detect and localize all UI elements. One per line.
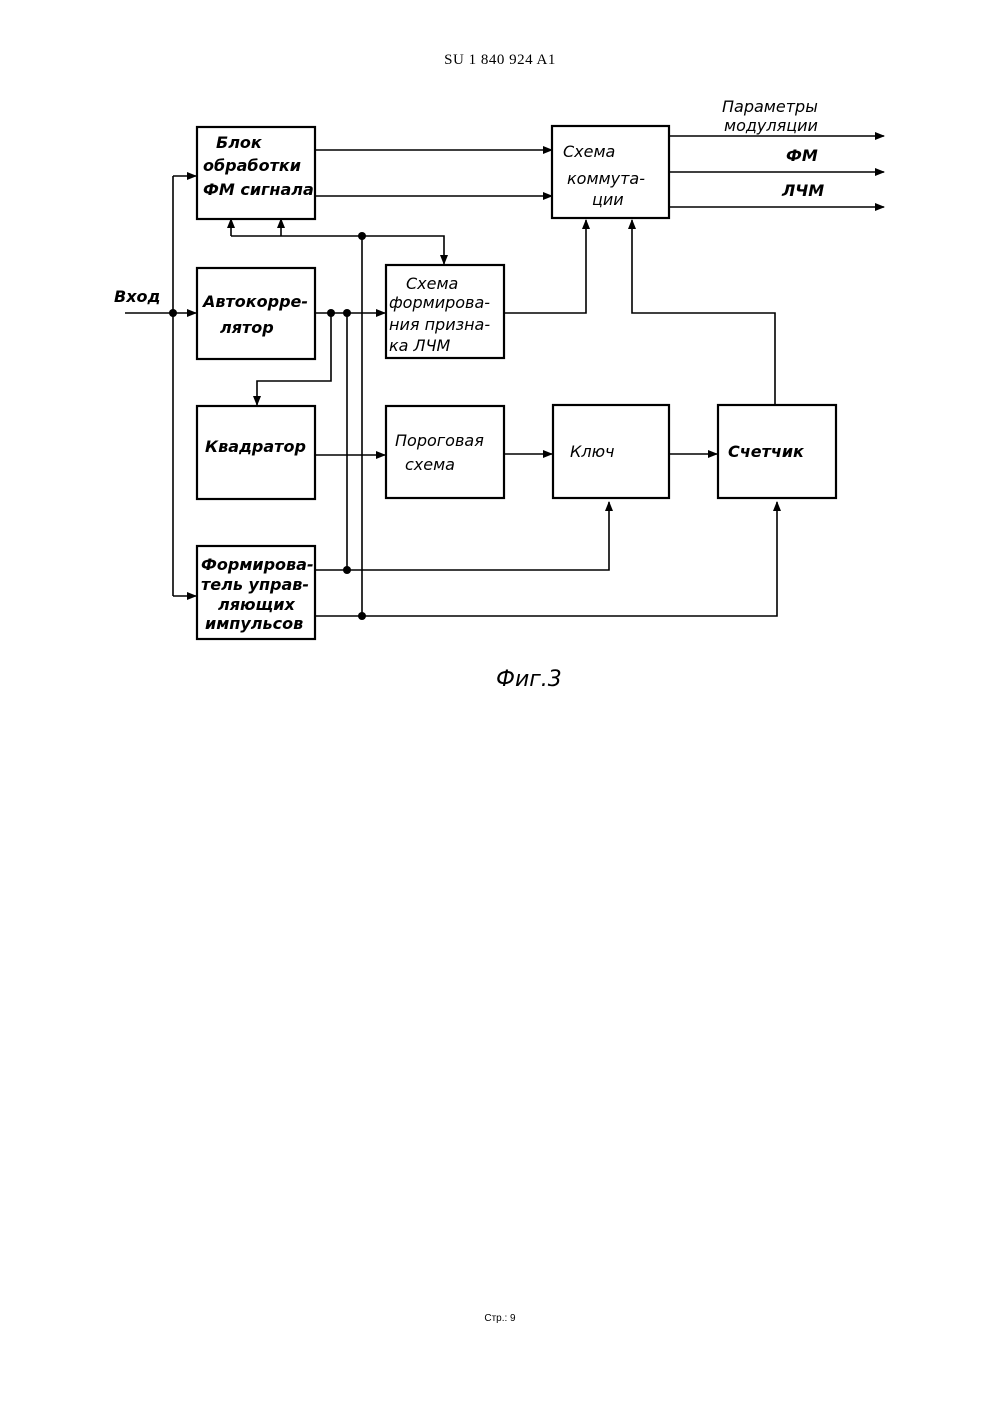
label: схема [405,455,455,474]
output-params-label: модуляции [724,116,818,135]
output-params-label: Параметры [722,97,818,116]
label: Квадратор [205,437,306,456]
label: ка ЛЧМ [389,336,451,355]
input-label: Вход [114,287,160,306]
svg-text:ции: ции [592,190,624,209]
block-pulse-former: Формирова- тель управ- ляющих импульсов [197,546,315,639]
block-key: Ключ [553,405,669,498]
svg-text:Схема: Схема [406,274,458,293]
svg-text:ка ЛЧМ: ка ЛЧМ [389,336,451,355]
label: ния призна- [389,315,490,334]
svg-text:ФМ сигнала: ФМ сигнала [203,180,314,199]
block-squarer: Квадратор [197,406,315,499]
label: Пороговая [395,431,484,450]
label: Формирова- [201,555,314,574]
svg-text:Квадратор: Квадратор [205,437,306,456]
label: Схема [563,142,615,161]
label: обработки [203,156,301,175]
svg-text:ния призна-: ния призна- [389,315,490,334]
label: ФМ сигнала [203,180,314,199]
label: Ключ [570,442,615,461]
svg-text:Формирова-: Формирова- [201,555,314,574]
output-fm-label: ФМ [786,146,818,165]
label: Счетчик [728,442,805,461]
label: ции [592,190,624,209]
block-threshold: Пороговая схема [386,406,504,498]
label: тель управ- [201,575,309,594]
label: импульсов [205,614,303,633]
svg-text:тель управ-: тель управ- [201,575,309,594]
label: ляющих [218,595,295,614]
block-fm-processing: Блок обработки ФМ сигнала [197,127,315,219]
svg-text:Автокорре-: Автокорре- [201,292,308,311]
label: лятор [220,318,274,337]
svg-text:Ключ: Ключ [570,442,615,461]
label: коммута- [567,169,645,188]
label: Блок [216,133,263,152]
svg-text:коммута-: коммута- [567,169,645,188]
label: Схема [406,274,458,293]
svg-text:обработки: обработки [203,156,301,175]
svg-text:Схема: Схема [563,142,615,161]
label: формирова- [389,293,490,312]
svg-text:лятор: лятор [220,318,274,337]
page-number: Стр.: 9 [0,1313,1000,1324]
svg-text:Счетчик: Счетчик [728,442,805,461]
svg-text:схема: схема [405,455,455,474]
figure-caption: Фиг.3 [496,667,562,692]
svg-text:ляющих: ляющих [218,595,295,614]
block-autocorrelator: Автокорре- лятор [197,268,315,359]
svg-text:Пороговая: Пороговая [395,431,484,450]
output-lfm-label: ЛЧМ [781,181,824,200]
block-lfm-feature: Схема формирова- ния призна- ка ЛЧМ [386,265,504,358]
block-counter: Счетчик [718,405,836,498]
block-switch: Схема коммута- ции [552,126,669,218]
svg-text:Блок: Блок [216,133,263,152]
label: Автокорре- [201,292,308,311]
svg-text:импульсов: импульсов [205,614,303,633]
svg-text:формирова-: формирова- [389,293,490,312]
